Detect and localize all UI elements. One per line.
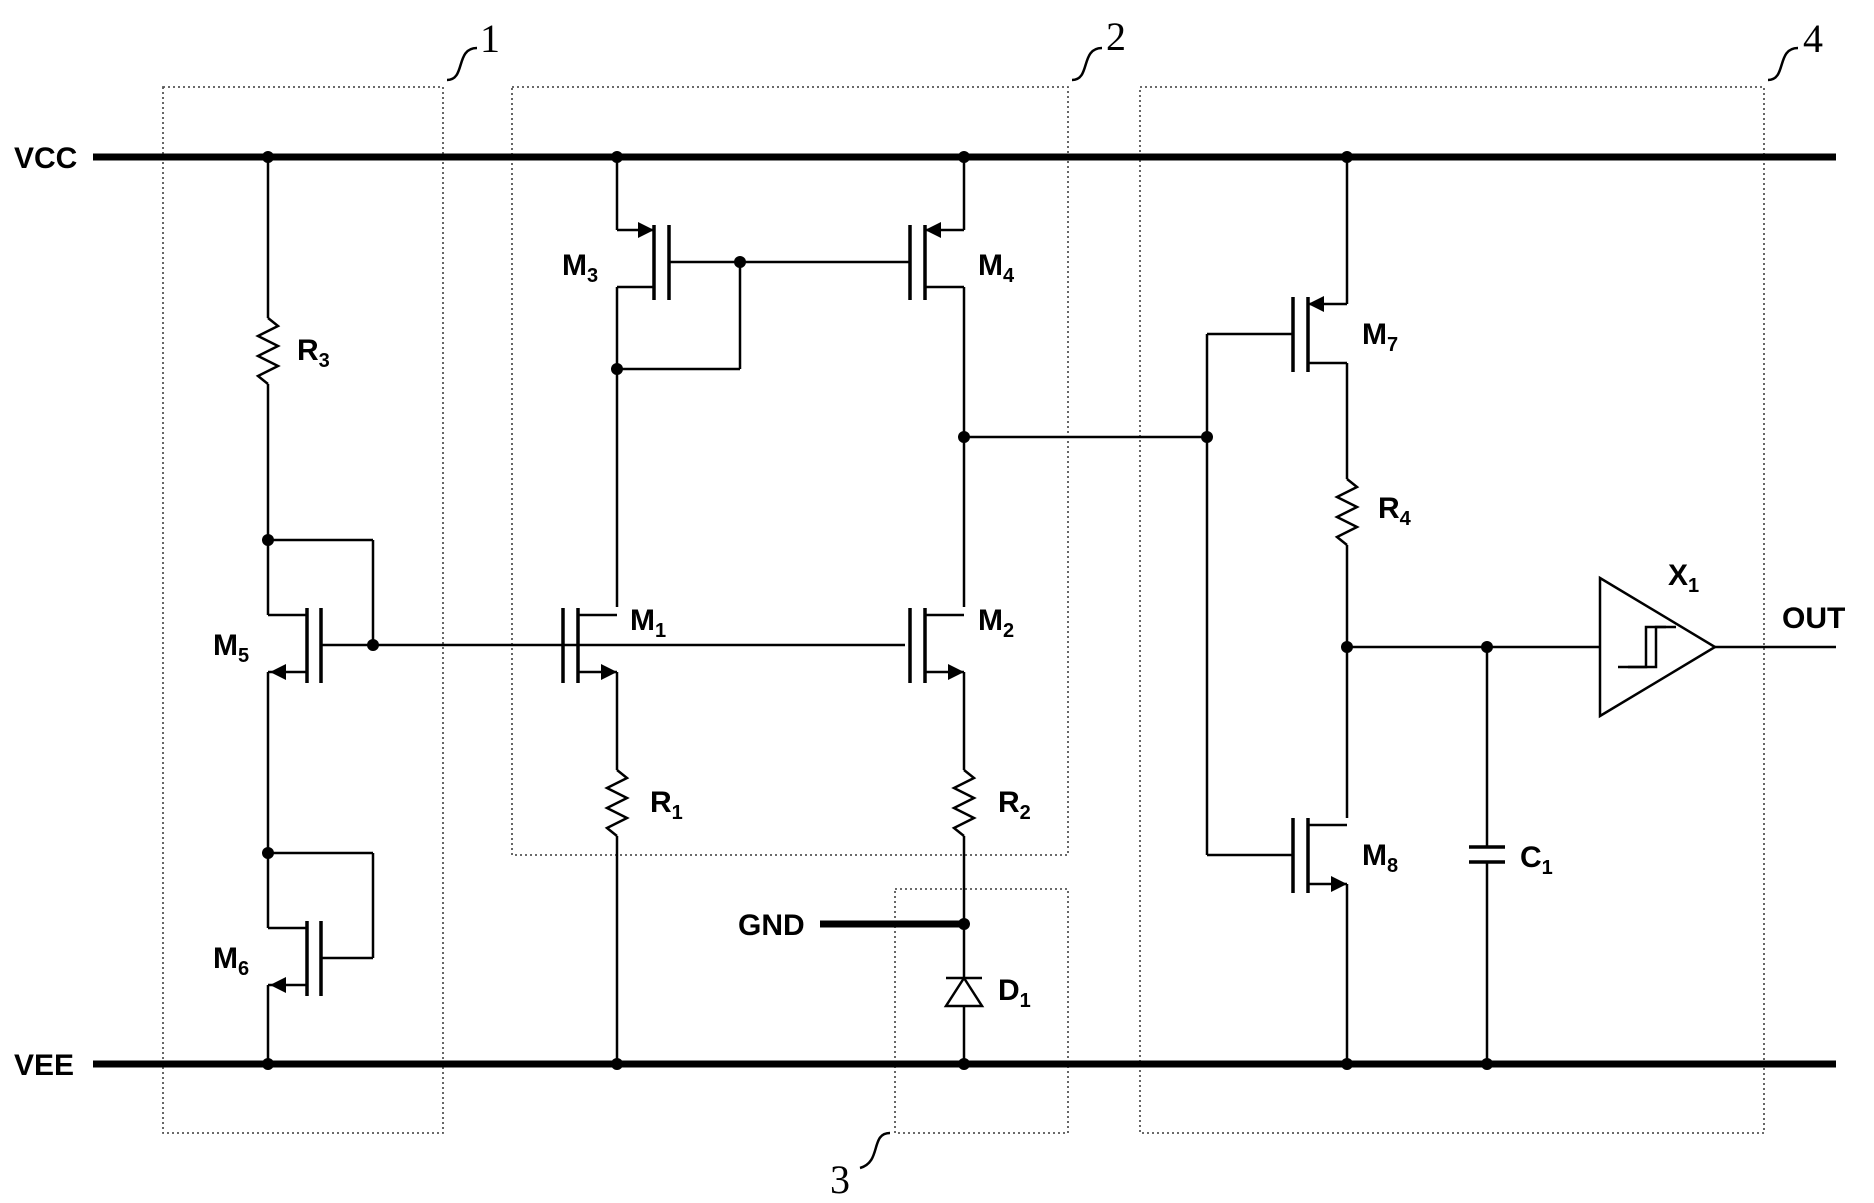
r4-label: R4 xyxy=(1378,492,1412,530)
block-2-outline xyxy=(511,86,1069,856)
r4-resistor xyxy=(1334,478,1360,818)
m4-transistor xyxy=(740,157,966,607)
block-3-number: 3 xyxy=(830,1157,850,1202)
block-1-outline xyxy=(162,86,444,1134)
gnd-label: GND xyxy=(738,909,805,942)
r2-label: R2 xyxy=(998,786,1031,824)
m5-label: M5 xyxy=(213,629,249,667)
c1-label: C1 xyxy=(1520,841,1553,879)
block-2-number: 2 xyxy=(1106,14,1126,59)
block-4-outline xyxy=(1139,86,1765,1134)
m4-label: M4 xyxy=(978,249,1015,287)
junction-dots xyxy=(262,151,1493,1070)
block-4-leader xyxy=(1767,46,1799,82)
block-1-leader xyxy=(446,46,478,82)
hysteresis-icon xyxy=(1628,625,1676,669)
c1-capacitor xyxy=(1469,647,1505,1064)
m2-label: M2 xyxy=(978,604,1014,642)
r1-label: R1 xyxy=(650,786,683,824)
block-3-leader xyxy=(859,1131,891,1170)
m2-transistor xyxy=(908,608,966,770)
x1-label: X1 xyxy=(1668,559,1699,597)
m6-transistor xyxy=(266,851,375,1064)
d1-diode xyxy=(943,924,985,1064)
out-label: OUT xyxy=(1782,602,1845,635)
m3-label: M3 xyxy=(562,249,598,287)
vcc-label: VCC xyxy=(14,142,77,175)
block-1-number: 1 xyxy=(480,16,500,61)
vee-label: VEE xyxy=(14,1049,74,1082)
m3-transistor xyxy=(615,157,742,607)
r1-resistor xyxy=(604,769,630,1064)
m7-transistor xyxy=(1207,157,1349,479)
m6-label: M6 xyxy=(213,942,249,980)
m5-transistor xyxy=(266,538,375,853)
r3-resistor xyxy=(255,157,281,540)
m7-label: M7 xyxy=(1362,318,1398,356)
block-2-leader xyxy=(1071,46,1103,82)
m1-transistor xyxy=(561,608,619,770)
d1-label: D1 xyxy=(998,974,1031,1012)
r2-resistor xyxy=(951,769,977,924)
m8-label: M8 xyxy=(1362,839,1398,877)
block-3-outline xyxy=(894,888,1069,1134)
r3-label: R3 xyxy=(297,334,330,372)
m1-label: M1 xyxy=(630,604,666,642)
x1-schmitt-comparator xyxy=(1598,575,1836,719)
m8-transistor xyxy=(1207,818,1349,1064)
block-4-number: 4 xyxy=(1803,16,1823,61)
